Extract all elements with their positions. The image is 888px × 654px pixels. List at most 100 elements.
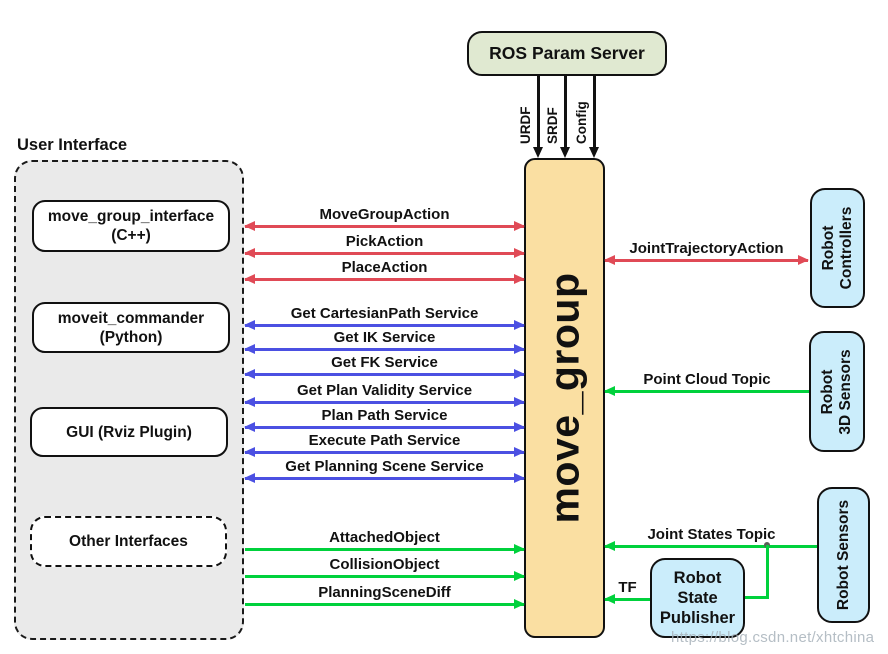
arrowhead-left-icon [604, 594, 615, 604]
arrowhead-right-icon [514, 221, 525, 231]
joint-states-topic-label: Joint States Topic [647, 526, 776, 543]
robot-controllers-box: Robot Controllers [810, 188, 865, 308]
robot-3d-sensors-box: Robot 3D Sensors [809, 331, 865, 452]
robot-sensors-label: Robot Sensors [834, 499, 852, 611]
plan-path-label: Plan Path Service [321, 407, 448, 424]
fk-service-label: Get FK Service [331, 354, 438, 371]
arrowhead-right-icon [514, 447, 525, 457]
arrowhead-left-icon [244, 248, 255, 258]
arrowhead-right-icon [514, 422, 525, 432]
move-group-interface-box: move_group_interface (C++) [32, 200, 230, 252]
arrow-point-cloud-topic: Point Cloud Topic [604, 371, 809, 396]
robot-state-publisher-box: Robot State Publisher [650, 558, 745, 638]
arrowhead-left-icon [244, 221, 255, 231]
joint-states-branch-vertical [766, 545, 769, 599]
arrow-ik-service: Get IK Service [244, 329, 525, 354]
other-interfaces-box: Other Interfaces [30, 516, 227, 567]
pickaction-label: PickAction [345, 233, 424, 250]
robot-sensors-box: Robot Sensors [817, 487, 870, 623]
arrow-attachedobject: AttachedObject [245, 529, 525, 554]
config-arrow-line [593, 76, 596, 147]
config-arrowhead-icon [589, 147, 599, 158]
rsp-line3: Publisher [659, 609, 736, 627]
plan-path-arrow [244, 422, 525, 432]
movegroupaction-arrow [244, 221, 525, 231]
urdf-label: URDF [518, 106, 533, 145]
attachedobject-label: AttachedObject [329, 529, 440, 546]
point-cloud-topic-arrow [604, 386, 809, 396]
srdf-arrow-line [564, 76, 567, 147]
ik-service-arrow [244, 344, 525, 354]
movegroupaction-label: MoveGroupAction [319, 206, 450, 223]
arrow-collisionobject: CollisionObject [245, 556, 525, 581]
arrowhead-left-icon [244, 320, 255, 330]
arrowhead-right-icon [514, 397, 525, 407]
planning-scene-label: Get Planning Scene Service [285, 458, 484, 475]
move-group-interface-label: move_group_interface [47, 208, 215, 225]
arrowhead-left-icon [244, 369, 255, 379]
arrowhead-right-icon [798, 255, 809, 265]
jointtrajectoryaction-arrow [604, 255, 809, 265]
planningscenediff-label: PlanningSceneDiff [318, 584, 451, 601]
urdf-arrow-line [537, 76, 540, 147]
robot-3d-sensors-label: Robot 3D Sensors [819, 348, 854, 435]
ik-service-label: Get IK Service [333, 329, 436, 346]
joint-states-topic-arrow [604, 541, 818, 551]
arrow-planning-scene-service: Get Planning Scene Service [244, 458, 525, 483]
watermark: https://blog.csdn.net/xhtchina [671, 629, 875, 646]
user-interface-title: User Interface [17, 136, 128, 154]
placeaction-label: PlaceAction [341, 259, 428, 276]
planningscenediff-arrow [245, 599, 525, 609]
tf-label: TF [618, 579, 637, 596]
point-cloud-topic-label: Point Cloud Topic [643, 371, 771, 388]
arrow-cartesianpath-service: Get CartesianPath Service [244, 305, 525, 330]
placeaction-arrow [244, 274, 525, 284]
arrow-movegroupaction: MoveGroupAction [244, 206, 525, 231]
arrowhead-right-icon [514, 571, 525, 581]
pickaction-arrow [244, 248, 525, 258]
arrowhead-left-icon [244, 397, 255, 407]
arrow-jointtrajectoryaction: JointTrajectoryAction [604, 240, 809, 265]
moveit-commander-box: moveit_commander (Python) [32, 302, 230, 353]
cartesianpath-label: Get CartesianPath Service [290, 305, 479, 322]
move-group-box: move_group [524, 158, 605, 638]
arrow-fk-service: Get FK Service [244, 354, 525, 379]
arrowhead-right-icon [514, 248, 525, 258]
gui-rviz-plugin-box: GUI (Rviz Plugin) [30, 407, 228, 457]
arrowhead-right-icon [514, 544, 525, 554]
planning-scene-arrow [244, 473, 525, 483]
robot-controllers-label: Robot Controllers [819, 206, 855, 290]
move-group-label: move_group [541, 272, 587, 524]
arrowhead-right-icon [514, 599, 525, 609]
urdf-arrowhead-icon [533, 147, 543, 158]
srdf-label: SRDF [545, 107, 560, 144]
arrowhead-left-icon [604, 386, 615, 396]
moveit-commander-label: moveit_commander [57, 309, 205, 327]
plan-validity-arrow [244, 397, 525, 407]
collisionobject-arrow [245, 571, 525, 581]
ros-param-server-label: ROS Param Server [489, 43, 645, 63]
arrowhead-left-icon [604, 541, 615, 551]
execute-path-label: Execute Path Service [308, 432, 461, 449]
rsp-line1: Robot [673, 569, 722, 587]
attachedobject-arrow [245, 544, 525, 554]
moveit-commander-lang: (Python) [99, 328, 163, 346]
arrowhead-left-icon [244, 422, 255, 432]
arrowhead-left-icon [244, 447, 255, 457]
fk-service-arrow [244, 369, 525, 379]
cartesianpath-arrow [244, 320, 525, 330]
arrow-planningscenediff: PlanningSceneDiff [245, 584, 525, 609]
arrow-placeaction: PlaceAction [244, 259, 525, 284]
arrow-pickaction: PickAction [244, 233, 525, 258]
arrowhead-left-icon [604, 255, 615, 265]
srdf-arrowhead-icon [560, 147, 570, 158]
collisionobject-label: CollisionObject [329, 556, 440, 573]
ros-param-server-box: ROS Param Server [467, 31, 667, 76]
plan-validity-label: Get Plan Validity Service [296, 382, 473, 399]
arrow-execute-path-service: Execute Path Service [244, 432, 525, 457]
move-group-interface-lang: (C++) [111, 227, 151, 244]
gui-rviz-plugin-label: GUI (Rviz Plugin) [66, 423, 192, 441]
arrowhead-right-icon [514, 320, 525, 330]
arrow-tf: TF [604, 579, 650, 604]
